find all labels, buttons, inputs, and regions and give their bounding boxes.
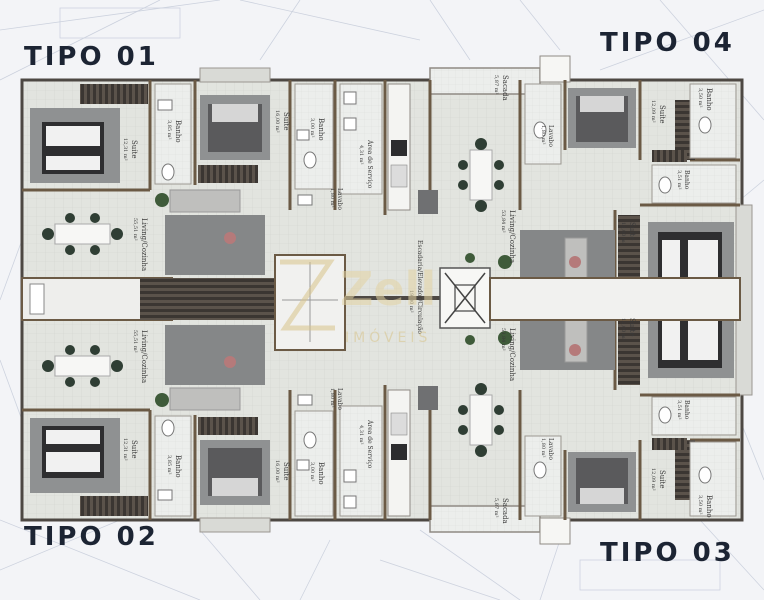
room-area: 3,51 m²	[676, 400, 682, 419]
room-label: Sacada	[501, 498, 509, 524]
room-area: 12,09 m²	[650, 100, 656, 123]
room-label: Sacada	[501, 75, 509, 101]
room-area: 55,51 m²	[132, 218, 138, 241]
room-label: Escadaria/Elevador/Circulação	[416, 240, 423, 334]
room-area: 1,80 m²	[329, 388, 335, 407]
room-label: Banho	[683, 170, 690, 190]
room-area: 16,00 m²	[274, 110, 280, 133]
beds	[30, 88, 734, 512]
room-area: 5,87 m²	[493, 75, 499, 94]
room-area: 55,51 m²	[132, 330, 138, 353]
room-label: Lavabo	[547, 125, 554, 147]
tipo-01-label: TIPO 01	[24, 42, 159, 72]
dining-tables	[42, 138, 504, 457]
room-label: Banho	[705, 495, 713, 518]
room-label: Living/Cozinha	[140, 218, 148, 271]
tipo-04-label: TIPO 04	[600, 28, 735, 58]
plants	[155, 193, 512, 407]
room-label: Lavabo	[336, 188, 343, 210]
room-label: Suíte	[282, 112, 290, 131]
room-label: Área de Serviço	[366, 419, 373, 469]
room-area: 12,09 m²	[650, 468, 656, 491]
watermark-brand: Zell	[340, 262, 436, 316]
room-area: 12,31 m²	[122, 438, 128, 461]
room-label: Banho	[683, 400, 690, 420]
room-label: Banho	[317, 118, 325, 141]
room-label: Suíte	[658, 470, 666, 489]
room-area: 5,87 m²	[493, 498, 499, 517]
room-label: Banho	[174, 455, 182, 478]
room-label: Suíte	[658, 105, 666, 124]
stair-core	[21, 254, 741, 351]
room-label: Banho	[317, 462, 325, 485]
room-area: 3,50 m²	[697, 495, 703, 514]
room-area: 1,80 m²	[540, 125, 546, 144]
room-area: 12,00 m²	[620, 222, 626, 245]
room-area: 19,00 m²	[408, 290, 414, 313]
room-area: 1,80 m²	[329, 188, 335, 207]
room-label: Living/Cozinha	[508, 328, 516, 381]
room-area: 3,00 m²	[309, 118, 315, 137]
room-area: 1,80 m²	[540, 438, 546, 457]
watermark-sub: IMÓVEIS	[345, 328, 431, 346]
room-area: 4,31 m²	[358, 425, 364, 444]
tipo-02-label: TIPO 02	[24, 522, 159, 552]
room-area: 16,00 m²	[274, 460, 280, 483]
room-label: Banho	[174, 120, 182, 143]
room-label: Suíte	[282, 462, 290, 481]
room-area: 12,31 m²	[122, 138, 128, 161]
room-label: Suíte	[628, 318, 636, 337]
room-area: 3,85 m²	[166, 455, 172, 474]
room-label: Lavabo	[336, 388, 343, 410]
room-area: 53,84 m²	[500, 328, 506, 351]
room-area: 3,85 m²	[166, 120, 172, 139]
room-area: 53,84 m²	[500, 210, 506, 233]
room-area: 3,50 m²	[697, 88, 703, 107]
room-label: Área de Serviço	[366, 139, 373, 189]
kitchens	[387, 83, 438, 517]
wardrobes	[80, 84, 695, 516]
room-area: 3,00 m²	[309, 462, 315, 481]
room-label: Suíte	[130, 140, 138, 159]
room-label: Suíte	[628, 222, 636, 241]
room-area: 4,31 m²	[358, 145, 364, 164]
tipo-03-label: TIPO 03	[600, 538, 735, 568]
room-label: Living/Cozinha	[140, 330, 148, 383]
bathrooms	[154, 83, 737, 517]
room-labels: Suíte 12,31 m² Banho 3,85 m² Suíte 16,00…	[122, 75, 713, 524]
room-label: Living/Cozinha	[508, 210, 516, 263]
service-areas	[339, 83, 383, 517]
room-area: 3,51 m²	[676, 170, 682, 189]
room-label: Lavabo	[547, 438, 554, 460]
room-area: 12,00 m²	[620, 318, 626, 341]
watermark-logo: Zell IMÓVEIS	[280, 259, 436, 346]
room-label: Suíte	[130, 440, 138, 459]
room-label: Banho	[705, 88, 713, 111]
